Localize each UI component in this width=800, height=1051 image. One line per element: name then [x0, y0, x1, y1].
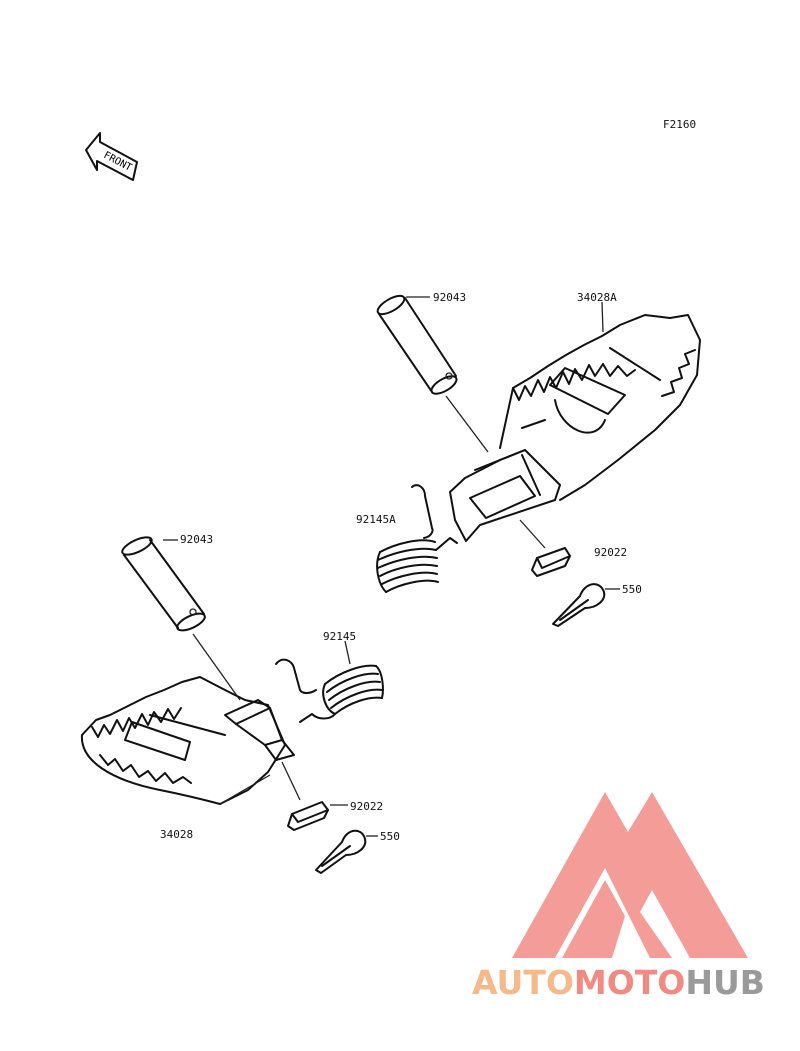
washer-left-part — [287, 801, 348, 831]
watermark-text-hub: HUB — [685, 963, 765, 1002]
label-spring-right: 92145A — [356, 513, 396, 526]
label-pin-left: 92043 — [180, 533, 213, 546]
cotter-left-part — [315, 829, 378, 874]
washer-right-part — [531, 547, 571, 577]
watermark-text: AUTOMOTOHUB — [472, 963, 765, 1002]
label-washer-left: 92022 — [350, 800, 383, 813]
label-cotter-right: 550 — [622, 583, 642, 596]
label-cotter-left: 550 — [380, 830, 400, 843]
diagram-code: F2160 — [663, 118, 696, 131]
label-step-right: 34028A — [577, 291, 617, 304]
label-washer-right: 92022 — [594, 546, 627, 559]
step-left-part — [80, 676, 301, 805]
spring-right-part — [376, 484, 458, 593]
leader-line — [601, 301, 604, 333]
front-arrow-icon: FRONT — [85, 132, 138, 181]
watermark-text-moto: MOTO — [574, 963, 685, 1002]
front-label: FRONT — [102, 150, 134, 174]
spring-left-part — [275, 640, 384, 723]
watermark-logo — [512, 792, 748, 958]
cotter-right-part — [552, 583, 620, 627]
label-pin-right: 92043 — [433, 291, 466, 304]
watermark-text-auto: AUTO — [472, 963, 574, 1002]
pin-right-part — [376, 294, 489, 453]
step-right-part — [449, 314, 701, 549]
label-spring-left: 92145 — [323, 630, 356, 643]
label-step-left: 34028 — [160, 828, 193, 841]
pin-left-part — [121, 536, 241, 701]
